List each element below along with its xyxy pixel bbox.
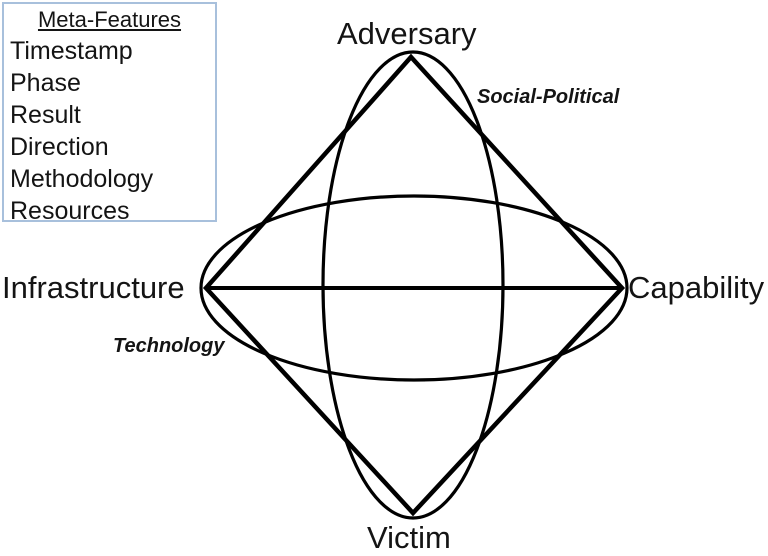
vertex-label-victim: Victim	[367, 520, 451, 555]
meta-feature-item: Direction	[10, 133, 109, 161]
axis-label-social-political: Social-Political	[477, 86, 620, 108]
vertex-label-adversary: Adversary	[337, 16, 477, 51]
vertex-label-infrastructure: Infrastructure	[2, 270, 185, 305]
meta-feature-item: Result	[10, 101, 81, 129]
meta-feature-item: Timestamp	[10, 37, 133, 65]
social-political-ellipse	[321, 50, 505, 520]
meta-features-box: Meta-Features Timestamp Phase Result Dir…	[2, 2, 217, 225]
meta-feature-item: Resources	[10, 197, 130, 225]
diamond-outline	[202, 53, 626, 517]
technology-ellipse	[199, 194, 629, 382]
meta-feature-item: Phase	[10, 69, 81, 97]
meta-feature-item: Methodology	[10, 165, 154, 193]
axis-label-technology: Technology	[113, 335, 225, 357]
vertex-label-capability: Capability	[628, 270, 765, 305]
meta-features-list: Timestamp Phase Result Direction Methodo…	[10, 35, 209, 227]
meta-features-title: Meta-Features	[37, 7, 182, 32]
